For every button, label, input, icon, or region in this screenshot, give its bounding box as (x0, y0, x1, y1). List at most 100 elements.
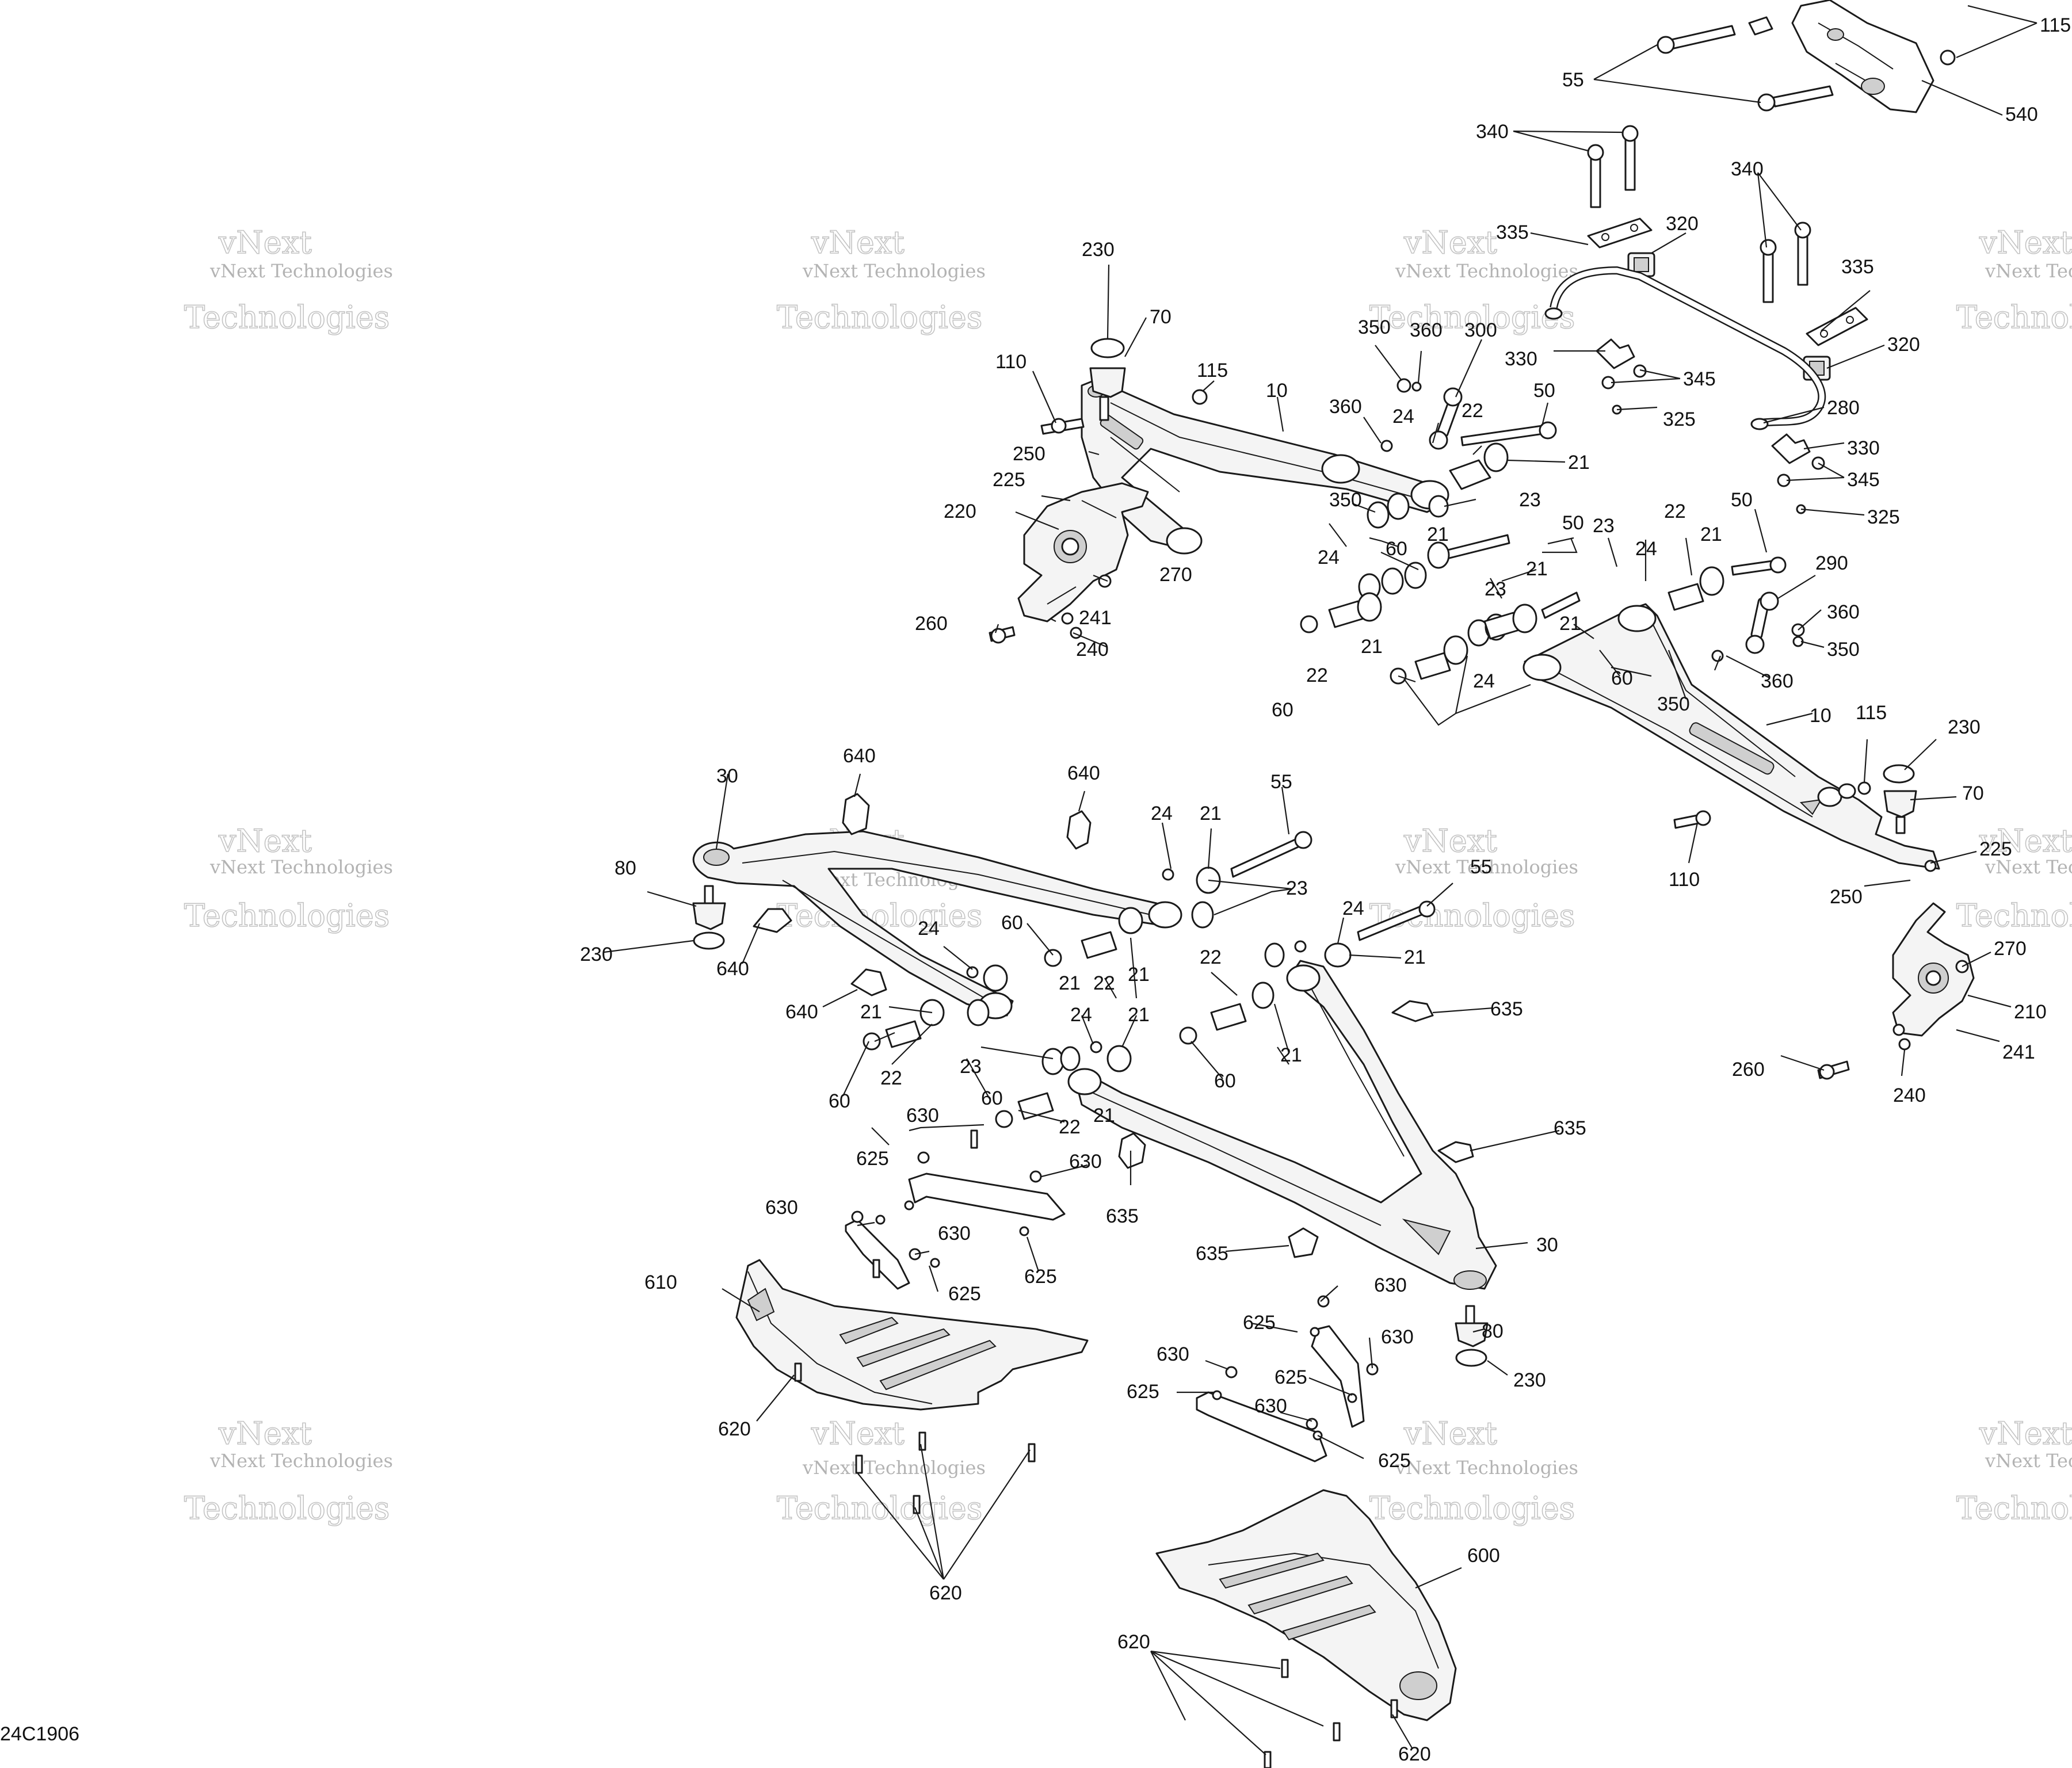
callout-labels: 115 55 540 340 340 335 320 335 320 230 7… (580, 14, 2071, 1765)
upper-arm-10-left (1081, 379, 1449, 555)
callout-300: 300 (1464, 319, 1497, 341)
diagram-code: 24C1906 (0, 1723, 80, 1745)
callout-240: 240 (1076, 639, 1109, 660)
callout-345: 345 (1683, 368, 1716, 390)
svg-text:vNext Technologies: vNext Technologies (1985, 1450, 2072, 1472)
callout-10: 10 (1266, 380, 1288, 402)
callout-21: 21 (1059, 972, 1081, 994)
part-drawings (692, 0, 1975, 1768)
callout-350: 350 (1329, 489, 1362, 511)
svg-text:Technologies: Technologies (1956, 299, 2072, 335)
svg-text:vNext: vNext (1979, 1415, 2072, 1452)
callout-630: 630 (938, 1223, 971, 1244)
svg-text:Technologies: Technologies (184, 299, 390, 335)
watermark: vNext Technologies vNext Technologies (1369, 1415, 1578, 1527)
svg-text:vNext: vNext (1979, 823, 2072, 859)
callout-55: 55 (1562, 69, 1584, 91)
callout-610: 610 (644, 1271, 677, 1293)
callout-240: 240 (1893, 1085, 1926, 1106)
callout-635: 635 (1554, 1117, 1586, 1139)
ball-joint-70-right (1673, 764, 1917, 834)
callout-80: 80 (1482, 1320, 1504, 1342)
skid-plate-600 (1155, 1489, 1457, 1721)
callout-24: 24 (1318, 547, 1340, 568)
callout-260: 260 (915, 613, 948, 635)
bolt-340 (1587, 125, 1811, 303)
svg-text:vNext: vNext (1403, 823, 1497, 859)
callout-230: 230 (1513, 1369, 1546, 1391)
svg-text:Technologies: Technologies (1956, 1490, 2072, 1526)
callout-350: 350 (1358, 316, 1391, 338)
svg-text:vNext Technologies: vNext Technologies (1395, 260, 1578, 282)
svg-text:Technologies: Technologies (1369, 1490, 1575, 1526)
callout-640: 640 (716, 958, 749, 980)
callout-225: 225 (1979, 838, 2012, 860)
callout-600: 600 (1467, 1545, 1500, 1567)
callout-630: 630 (1381, 1326, 1414, 1348)
callout-230: 230 (1948, 716, 1981, 738)
callout-24: 24 (1070, 1004, 1092, 1026)
callout-22: 22 (1093, 972, 1115, 994)
svg-text:vNext: vNext (1403, 1415, 1497, 1452)
svg-text:Technologies: Technologies (777, 299, 982, 335)
callout-24: 24 (1635, 538, 1657, 560)
callout-21: 21 (1526, 558, 1548, 580)
callout-320: 320 (1887, 334, 1920, 356)
svg-text:vNext: vNext (1403, 224, 1497, 261)
callout-635: 635 (1490, 998, 1523, 1020)
watermark: vNext Technologies vNext Technologies (184, 1415, 393, 1527)
callout-630: 630 (1069, 1151, 1102, 1173)
svg-text:vNext Technologies: vNext Technologies (209, 260, 393, 282)
callout-23: 23 (1593, 515, 1615, 537)
watermark: vNext Technologies vNext Technologies (1956, 1415, 2072, 1527)
svg-text:vNext: vNext (811, 224, 905, 261)
callout-21: 21 (1559, 613, 1581, 635)
callout-115: 115 (2040, 14, 2071, 36)
watermark: vNext Technologies vNext Technologies (1956, 822, 2072, 934)
callout-625: 625 (1024, 1266, 1057, 1288)
callout-55: 55 (1270, 771, 1292, 793)
callout-350: 350 (1657, 693, 1690, 715)
callout-55: 55 (1470, 856, 1492, 878)
callout-24: 24 (1473, 670, 1495, 692)
callout-241: 241 (1079, 607, 1112, 629)
callout-22: 22 (1664, 501, 1686, 522)
svg-text:vNext Technologies: vNext Technologies (209, 1450, 393, 1472)
callout-23: 23 (1485, 578, 1506, 600)
svg-text:vNext Technologies: vNext Technologies (1985, 260, 2072, 282)
callout-70: 70 (1962, 782, 1984, 804)
clamp-330 (1596, 338, 1825, 514)
bracket-540 (1748, 0, 1956, 113)
callout-23: 23 (1519, 489, 1541, 511)
callout-335: 335 (1841, 256, 1874, 278)
ball-joint-70-left (1040, 338, 1208, 435)
callout-220: 220 (944, 501, 976, 522)
clamp-640 (753, 793, 1092, 996)
callout-625: 625 (948, 1283, 981, 1305)
callout-630: 630 (906, 1105, 939, 1127)
callout-625: 625 (1378, 1450, 1411, 1472)
callout-22: 22 (1059, 1116, 1081, 1138)
callout-210: 210 (2014, 1001, 2047, 1023)
callout-21: 21 (1427, 524, 1449, 545)
callout-225: 225 (993, 469, 1025, 491)
callout-325: 325 (1663, 408, 1696, 430)
callout-110: 110 (1669, 869, 1700, 891)
stabilizer-bar-280 (1544, 266, 1826, 430)
callout-21: 21 (1404, 946, 1426, 968)
callout-80: 80 (615, 857, 636, 879)
callout-23: 23 (1286, 877, 1308, 899)
callout-22: 22 (880, 1067, 902, 1089)
callout-230: 230 (1082, 239, 1115, 261)
callout-60: 60 (1386, 538, 1407, 560)
callout-630: 630 (1374, 1274, 1407, 1296)
callout-24: 24 (1392, 406, 1414, 427)
callout-360: 360 (1761, 670, 1794, 692)
screws-620 (794, 1129, 1398, 1768)
callout-230: 230 (580, 944, 613, 965)
callout-350: 350 (1827, 639, 1860, 660)
callout-635: 635 (1106, 1205, 1139, 1227)
callout-325: 325 (1867, 506, 1900, 528)
callout-280: 280 (1827, 397, 1860, 419)
